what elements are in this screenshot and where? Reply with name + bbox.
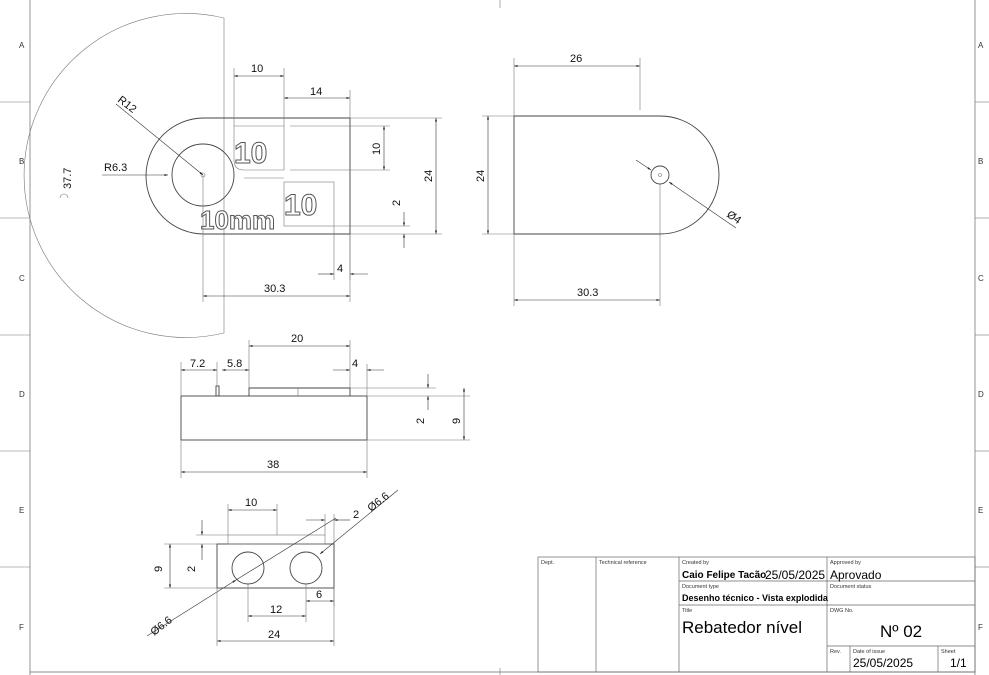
dim-r37-7: 37.7	[62, 168, 74, 189]
dim-bottom-dia6-6-lower: Ø6.6	[148, 614, 174, 638]
zone-label-b-right: B	[978, 157, 983, 166]
dim-bottom-2-top: 2	[353, 509, 359, 521]
tb-doc-type: Desenho técnico - Vista explodida	[682, 593, 829, 603]
dim-top-14: 14	[310, 86, 322, 98]
dim-vertical-2: 2	[391, 200, 403, 206]
dim-bottom-12: 12	[270, 604, 282, 616]
zone-label-c-left: C	[19, 274, 25, 283]
tb-date-issue: 25/05/2025	[853, 656, 913, 670]
tb-dwg-no-label: DWG No.	[830, 608, 854, 614]
dim-right-30-3: 30.3	[577, 287, 598, 299]
dim-front-7-2: 7.2	[190, 358, 205, 370]
zone-label-d-right: D	[978, 390, 984, 399]
engraving-lower-10: 10	[284, 189, 317, 222]
title-block: Dept. Technical reference Created by Cai…	[537, 556, 976, 673]
top-view-outline	[145, 117, 351, 235]
dim-vertical-24: 24	[423, 170, 435, 182]
dim-bottom-dia6-6-upper: Ø6.6	[365, 490, 391, 514]
tb-sheet: 1/1	[950, 656, 967, 670]
zone-label-f-right: F	[978, 623, 983, 632]
dim-top-10: 10	[251, 63, 263, 75]
tb-created-date: 25/05/2025	[765, 568, 825, 582]
pin-hole	[650, 165, 670, 185]
dim-bottom-10: 10	[245, 497, 257, 509]
dim-front-5-8: 5.8	[227, 358, 242, 370]
bottom-hole-right	[289, 551, 323, 585]
zone-label-f-left: F	[19, 623, 24, 632]
zone-labels-right: A B C D E F	[978, 41, 984, 632]
tb-title: Rebatedor nível	[682, 618, 802, 637]
dim-top-4: 4	[337, 263, 343, 275]
dim-vertical-10: 10	[371, 143, 383, 155]
zone-label-a-right: A	[978, 41, 984, 50]
dim-front-38: 38	[267, 459, 279, 471]
dim-bottom-6: 6	[316, 589, 322, 601]
dim-right-dia4: Ø4	[724, 209, 743, 227]
dim-bottom-24: 24	[268, 629, 280, 641]
tb-doc-type-label: Document type	[682, 584, 719, 590]
tb-created-by-label: Created by	[682, 560, 709, 566]
tb-approved-by-label: Approved by	[830, 560, 861, 566]
dim-right-24: 24	[475, 170, 487, 182]
zone-label-e-left: E	[19, 506, 24, 515]
dim-top-30-3: 30.3	[264, 283, 285, 295]
zone-label-c-right: C	[978, 274, 984, 283]
bottom-view-body	[216, 543, 335, 589]
tb-tech-ref-label: Technical reference	[599, 560, 647, 566]
dim-right-26: 26	[570, 53, 582, 65]
zone-label-e-right: E	[978, 506, 983, 515]
right-view-outline	[513, 115, 720, 235]
tb-approved-by: Aprovado	[830, 568, 882, 582]
zone-labels-left: A B C D E F	[19, 41, 25, 632]
zone-label-d-left: D	[19, 390, 25, 399]
tb-rev-label: Rev.	[830, 649, 841, 655]
right-view: 26 24 Ø4 30.3	[475, 53, 743, 306]
tb-doc-status-label: Document status	[830, 584, 872, 590]
dim-r6-3: R6.3	[104, 162, 127, 174]
sweep-arc-r37-7	[23, 13, 225, 338]
tb-date-issue-label: Date of issue	[853, 649, 885, 655]
zone-label-b-left: B	[19, 157, 24, 166]
bottom-view: 10 2 Ø6.6 Ø6.6 9 2 12 6	[146, 489, 399, 646]
tb-sheet-label: Sheet	[941, 649, 956, 655]
engraving-10mm: 10mm	[200, 205, 275, 235]
tb-created-by: Caio Felipe Tacão	[682, 570, 766, 581]
dim-bottom-9: 9	[153, 566, 165, 572]
tb-dwg-no: Nº 02	[880, 622, 922, 641]
engraving-upper-10: 10	[234, 137, 267, 170]
tb-dept-label: Dept.	[541, 560, 555, 566]
dim-front-9: 9	[451, 418, 463, 424]
zone-label-a-left: A	[19, 41, 25, 50]
dim-front-4: 4	[352, 358, 358, 370]
tb-title-label: Title	[682, 608, 692, 614]
front-view-body	[180, 395, 368, 441]
top-view: 37.7 10 10 10mm R12 R6.3 10 14 10	[23, 13, 442, 338]
dim-front-2: 2	[415, 418, 427, 424]
front-view: 7.2 5.8 20 4 2 9 38	[180, 333, 470, 478]
dim-bottom-2: 2	[186, 566, 198, 572]
dim-front-20: 20	[291, 333, 303, 345]
